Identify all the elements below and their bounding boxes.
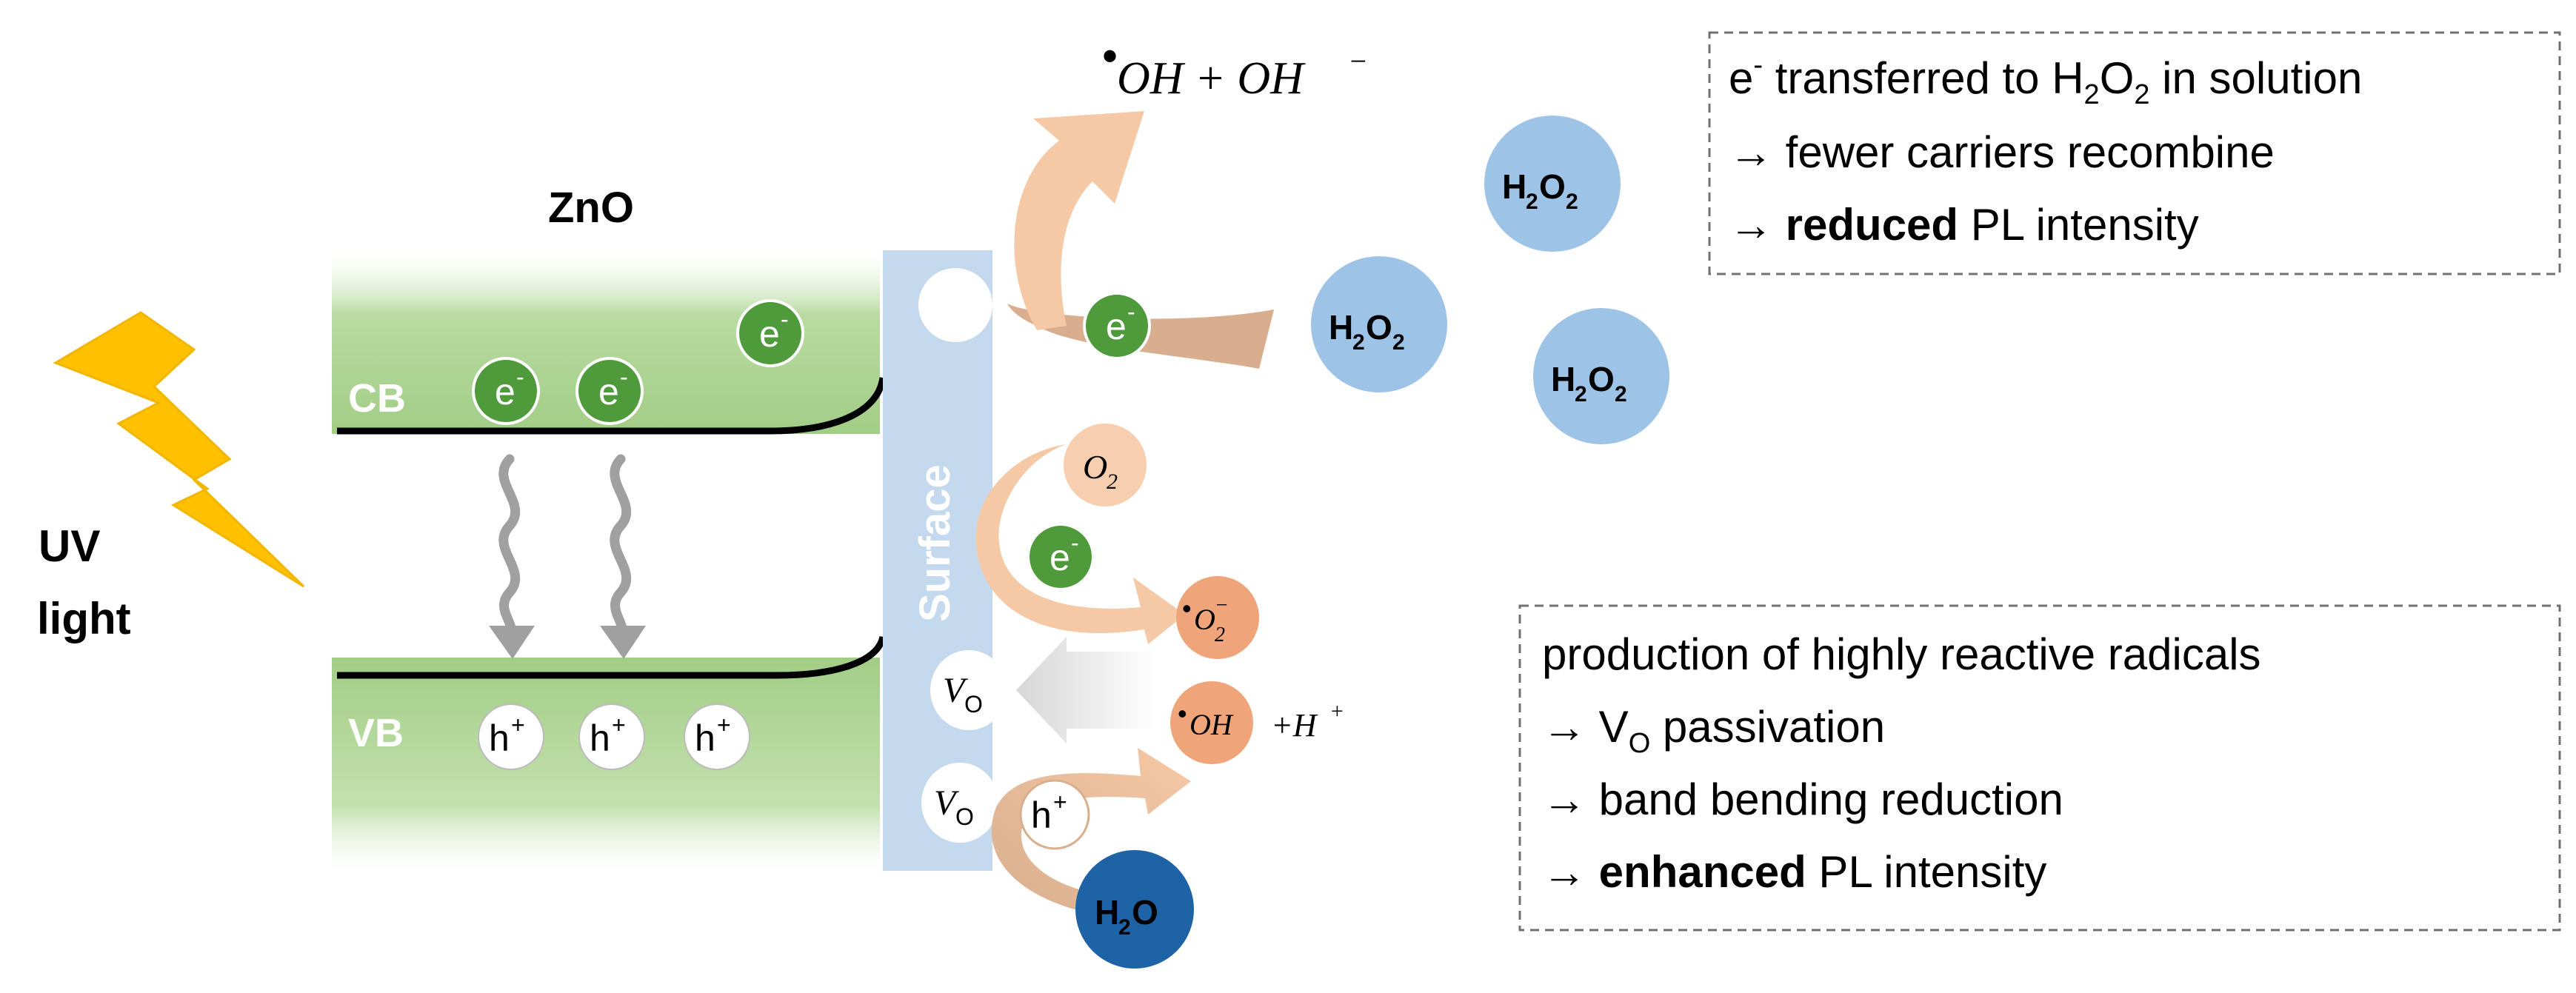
recombination-arrow-2 xyxy=(600,454,646,659)
top-explanation-box: e- transferred to H2O2 in solution → few… xyxy=(1708,31,2561,275)
electron-cb-3: e - xyxy=(736,299,804,367)
hole-vb-3: h + xyxy=(684,703,750,770)
vb-edge-line xyxy=(337,635,887,679)
oxygen-vacancy-upper: V O xyxy=(930,650,1007,730)
top-box-line-2: → fewer carriers recombine xyxy=(1729,127,2275,177)
svg-text:e: e xyxy=(1050,537,1070,578)
superoxide-radical: • O 2 − xyxy=(1176,576,1259,659)
svg-text:O: O xyxy=(1083,448,1107,486)
vb-label: VB xyxy=(348,711,404,755)
hole-vb-1: h + xyxy=(478,703,544,770)
svg-text:OH + OH: OH + OH xyxy=(1117,53,1306,104)
hole-surface: h + xyxy=(1019,779,1090,850)
oxygen-vacancy-lower: V O xyxy=(921,763,998,843)
svg-text:-: - xyxy=(1127,298,1135,325)
bottom-box-line-4: → enhanced PL intensity xyxy=(1542,847,2046,897)
svg-text:H: H xyxy=(1551,360,1575,398)
svg-text:2: 2 xyxy=(1566,190,1578,214)
bottom-box-line-3: → band bending reduction xyxy=(1542,775,2063,824)
electron-cb-2: e - xyxy=(575,357,644,425)
svg-text:•: • xyxy=(1178,698,1187,729)
hole-vb-2: h + xyxy=(578,703,645,770)
uv-label: UV xyxy=(39,521,100,571)
svg-text:O: O xyxy=(1194,603,1215,636)
svg-text:H: H xyxy=(1329,308,1353,347)
cb-edge-line xyxy=(337,377,887,435)
light-label: light xyxy=(37,594,131,643)
svg-text:2: 2 xyxy=(1215,623,1225,646)
svg-text:h: h xyxy=(590,718,610,759)
svg-text:H: H xyxy=(1502,167,1526,206)
lightning-bolt-icon xyxy=(53,311,305,588)
svg-text:e: e xyxy=(1106,306,1127,347)
svg-text:-: - xyxy=(781,306,789,332)
svg-text:•: • xyxy=(1102,31,1118,81)
h2o2-molecule-2: H 2 O 2 xyxy=(1311,256,1447,392)
zno-title: ZnO xyxy=(548,184,634,232)
surface-label: Surface xyxy=(911,464,959,622)
svg-text:2: 2 xyxy=(1615,382,1627,407)
svg-text:2: 2 xyxy=(1107,469,1118,494)
svg-text:O: O xyxy=(1588,360,1615,398)
svg-text:O: O xyxy=(1132,893,1158,932)
oh-release-arrow xyxy=(1014,111,1144,330)
svg-text:h: h xyxy=(489,718,510,759)
svg-text:H: H xyxy=(1095,893,1119,932)
svg-text:•: • xyxy=(1182,593,1192,623)
electron-cb-1: e - xyxy=(472,357,540,425)
o2-molecule: O 2 xyxy=(1064,424,1147,506)
svg-text:OH: OH xyxy=(1189,708,1234,741)
svg-text:+: + xyxy=(612,712,626,738)
svg-text:-: - xyxy=(1071,529,1079,556)
cb-label: CB xyxy=(348,376,406,421)
top-box-line-1: e- transferred to H2O2 in solution xyxy=(1729,50,2362,110)
svg-text:−: − xyxy=(1215,594,1229,617)
svg-text:e: e xyxy=(598,371,619,412)
svg-text:+H: +H xyxy=(1271,707,1318,743)
svg-text:-: - xyxy=(620,364,628,390)
top-box-line-3: → reduced PL intensity xyxy=(1729,200,2199,250)
electron-to-o2: e - xyxy=(1027,523,1095,591)
svg-text:e: e xyxy=(759,313,780,355)
svg-text:+: + xyxy=(511,712,525,738)
surface-site-top xyxy=(918,268,992,342)
svg-text:h: h xyxy=(1031,795,1052,836)
bottom-explanation-box: production of highly reactive radicals →… xyxy=(1518,604,2561,932)
hydroxyl-radical: • OH xyxy=(1170,681,1253,764)
svg-text:2: 2 xyxy=(1352,330,1365,355)
passivation-arrow xyxy=(1016,637,1155,743)
svg-text:2: 2 xyxy=(1392,330,1405,355)
hydroxyl-products-formula: • OH + OH − xyxy=(1102,31,1368,104)
superoxide-formation-arrow xyxy=(975,444,1185,644)
recombination-arrow-1 xyxy=(489,454,535,659)
svg-text:V: V xyxy=(934,783,959,823)
bottom-box-line-2: → VO passivation xyxy=(1542,702,1885,759)
svg-text:+: + xyxy=(1329,699,1344,723)
svg-text:+: + xyxy=(1053,789,1067,815)
h2o2-molecule-1: H 2 O 2 xyxy=(1484,116,1621,252)
svg-text:O: O xyxy=(955,803,974,830)
proton-label: +H + xyxy=(1271,699,1344,743)
bottom-box-line-1: production of highly reactive radicals xyxy=(1542,629,2261,679)
h2o-molecule: H 2 O xyxy=(1075,850,1194,969)
svg-text:2: 2 xyxy=(1575,382,1587,407)
svg-text:−: − xyxy=(1348,44,1368,78)
svg-text:2: 2 xyxy=(1118,915,1131,940)
svg-text:2: 2 xyxy=(1526,190,1538,214)
svg-text:h: h xyxy=(695,718,715,759)
svg-text:O: O xyxy=(964,691,983,718)
h2o2-molecule-3: H 2 O 2 xyxy=(1533,308,1669,444)
electron-transfer: e - xyxy=(1083,292,1151,360)
svg-text:V: V xyxy=(943,671,968,710)
svg-text:-: - xyxy=(516,364,524,390)
svg-text:e: e xyxy=(495,371,515,412)
svg-text:+: + xyxy=(717,712,731,738)
svg-text:O: O xyxy=(1539,167,1566,206)
svg-text:O: O xyxy=(1366,308,1392,347)
